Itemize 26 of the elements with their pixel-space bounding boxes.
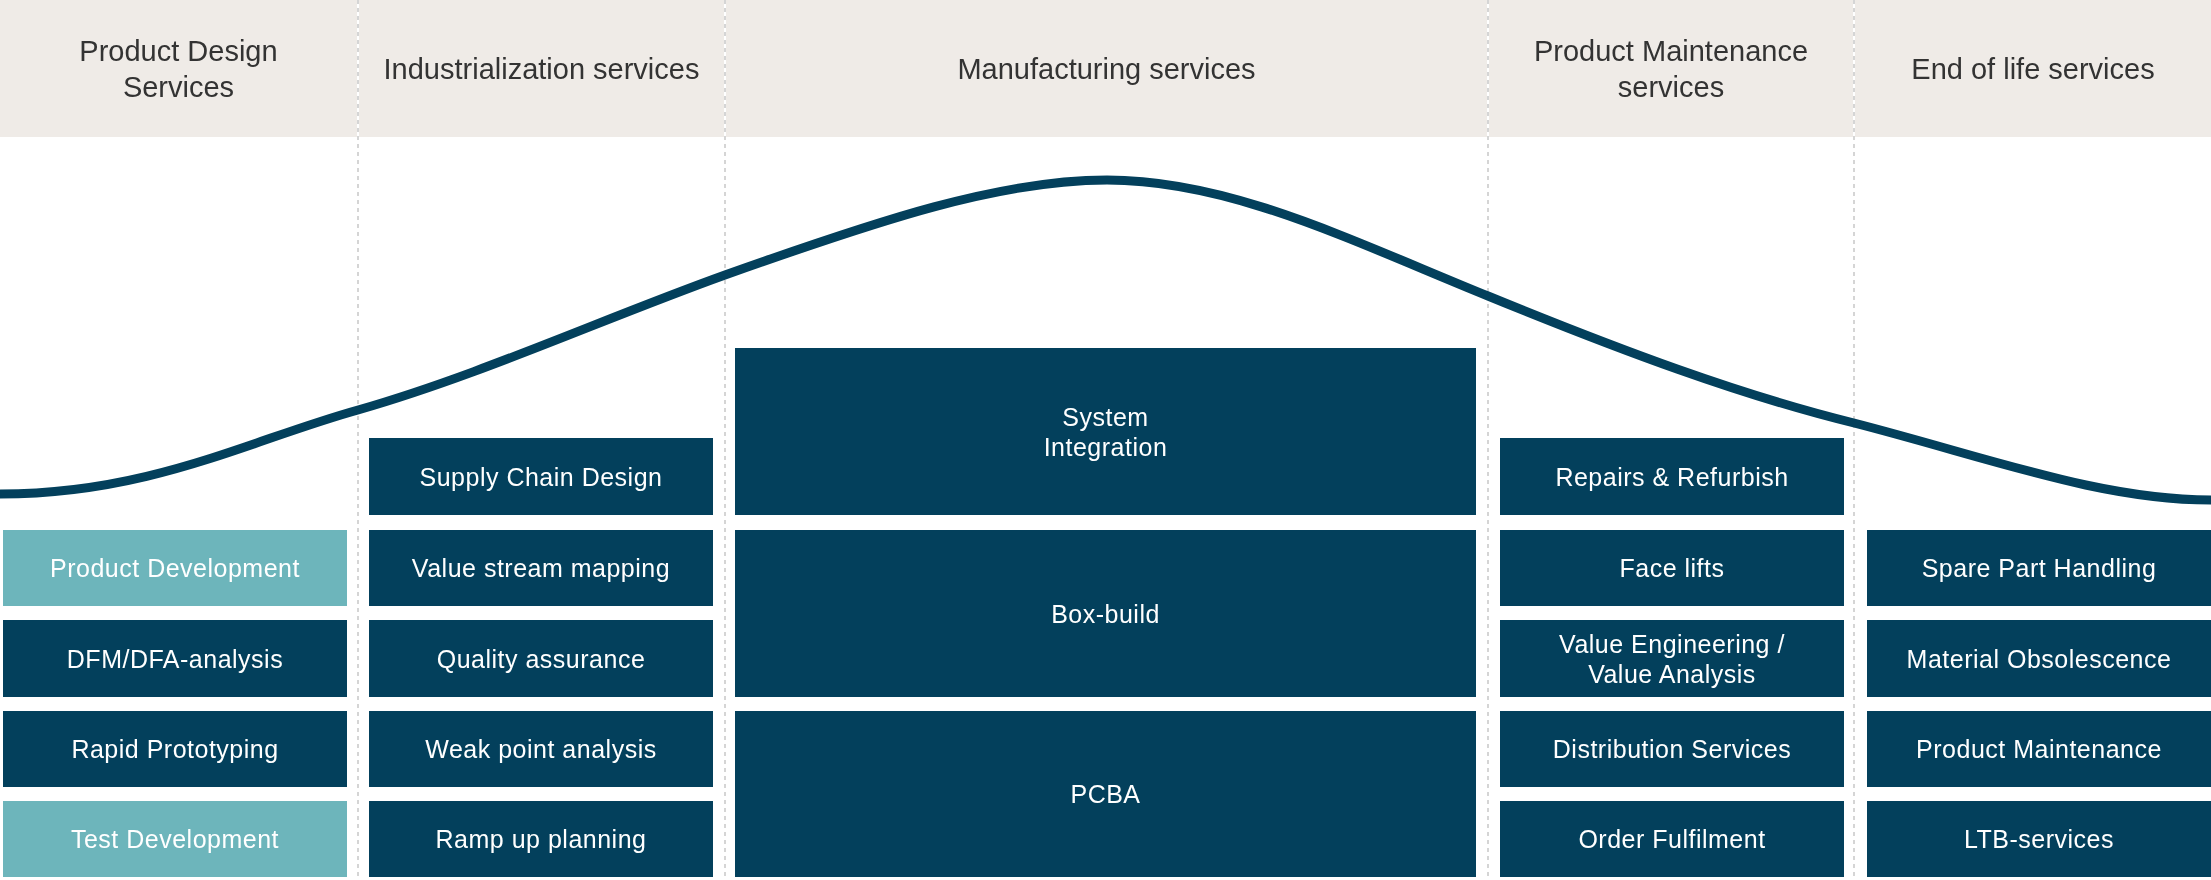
service-box: Quality assurance — [369, 620, 713, 697]
service-box: Repairs & Refurbish — [1500, 438, 1844, 515]
service-box: Product Development — [3, 530, 347, 606]
column-header: Manufacturing services — [726, 0, 1487, 137]
service-box: System Integration — [735, 348, 1476, 515]
service-box: Value stream mapping — [369, 530, 713, 606]
service-box: Spare Part Handling — [1867, 530, 2211, 606]
service-box: Face lifts — [1500, 530, 1844, 606]
service-box: Box-build — [735, 530, 1476, 697]
column-header: End of life services — [1855, 0, 2211, 137]
service-box: Weak point analysis — [369, 711, 713, 787]
service-box: Supply Chain Design — [369, 438, 713, 515]
service-box: Rapid Prototyping — [3, 711, 347, 787]
column-header: Product Maintenance services — [1489, 0, 1853, 137]
service-box: PCBA — [735, 711, 1476, 877]
service-box: Distribution Services — [1500, 711, 1844, 787]
service-box: DFM/DFA-analysis — [3, 620, 347, 697]
column-header: Industrialization services — [359, 0, 724, 137]
service-box: Ramp up planning — [369, 801, 713, 877]
service-box: Material Obsolescence — [1867, 620, 2211, 697]
service-box: Test Development — [3, 801, 347, 877]
service-box: Value Engineering / Value Analysis — [1500, 620, 1844, 697]
column-header: Product Design Services — [0, 0, 357, 137]
service-box: Order Fulfilment — [1500, 801, 1844, 877]
service-box: LTB-services — [1867, 801, 2211, 877]
service-box: Product Maintenance — [1867, 711, 2211, 787]
